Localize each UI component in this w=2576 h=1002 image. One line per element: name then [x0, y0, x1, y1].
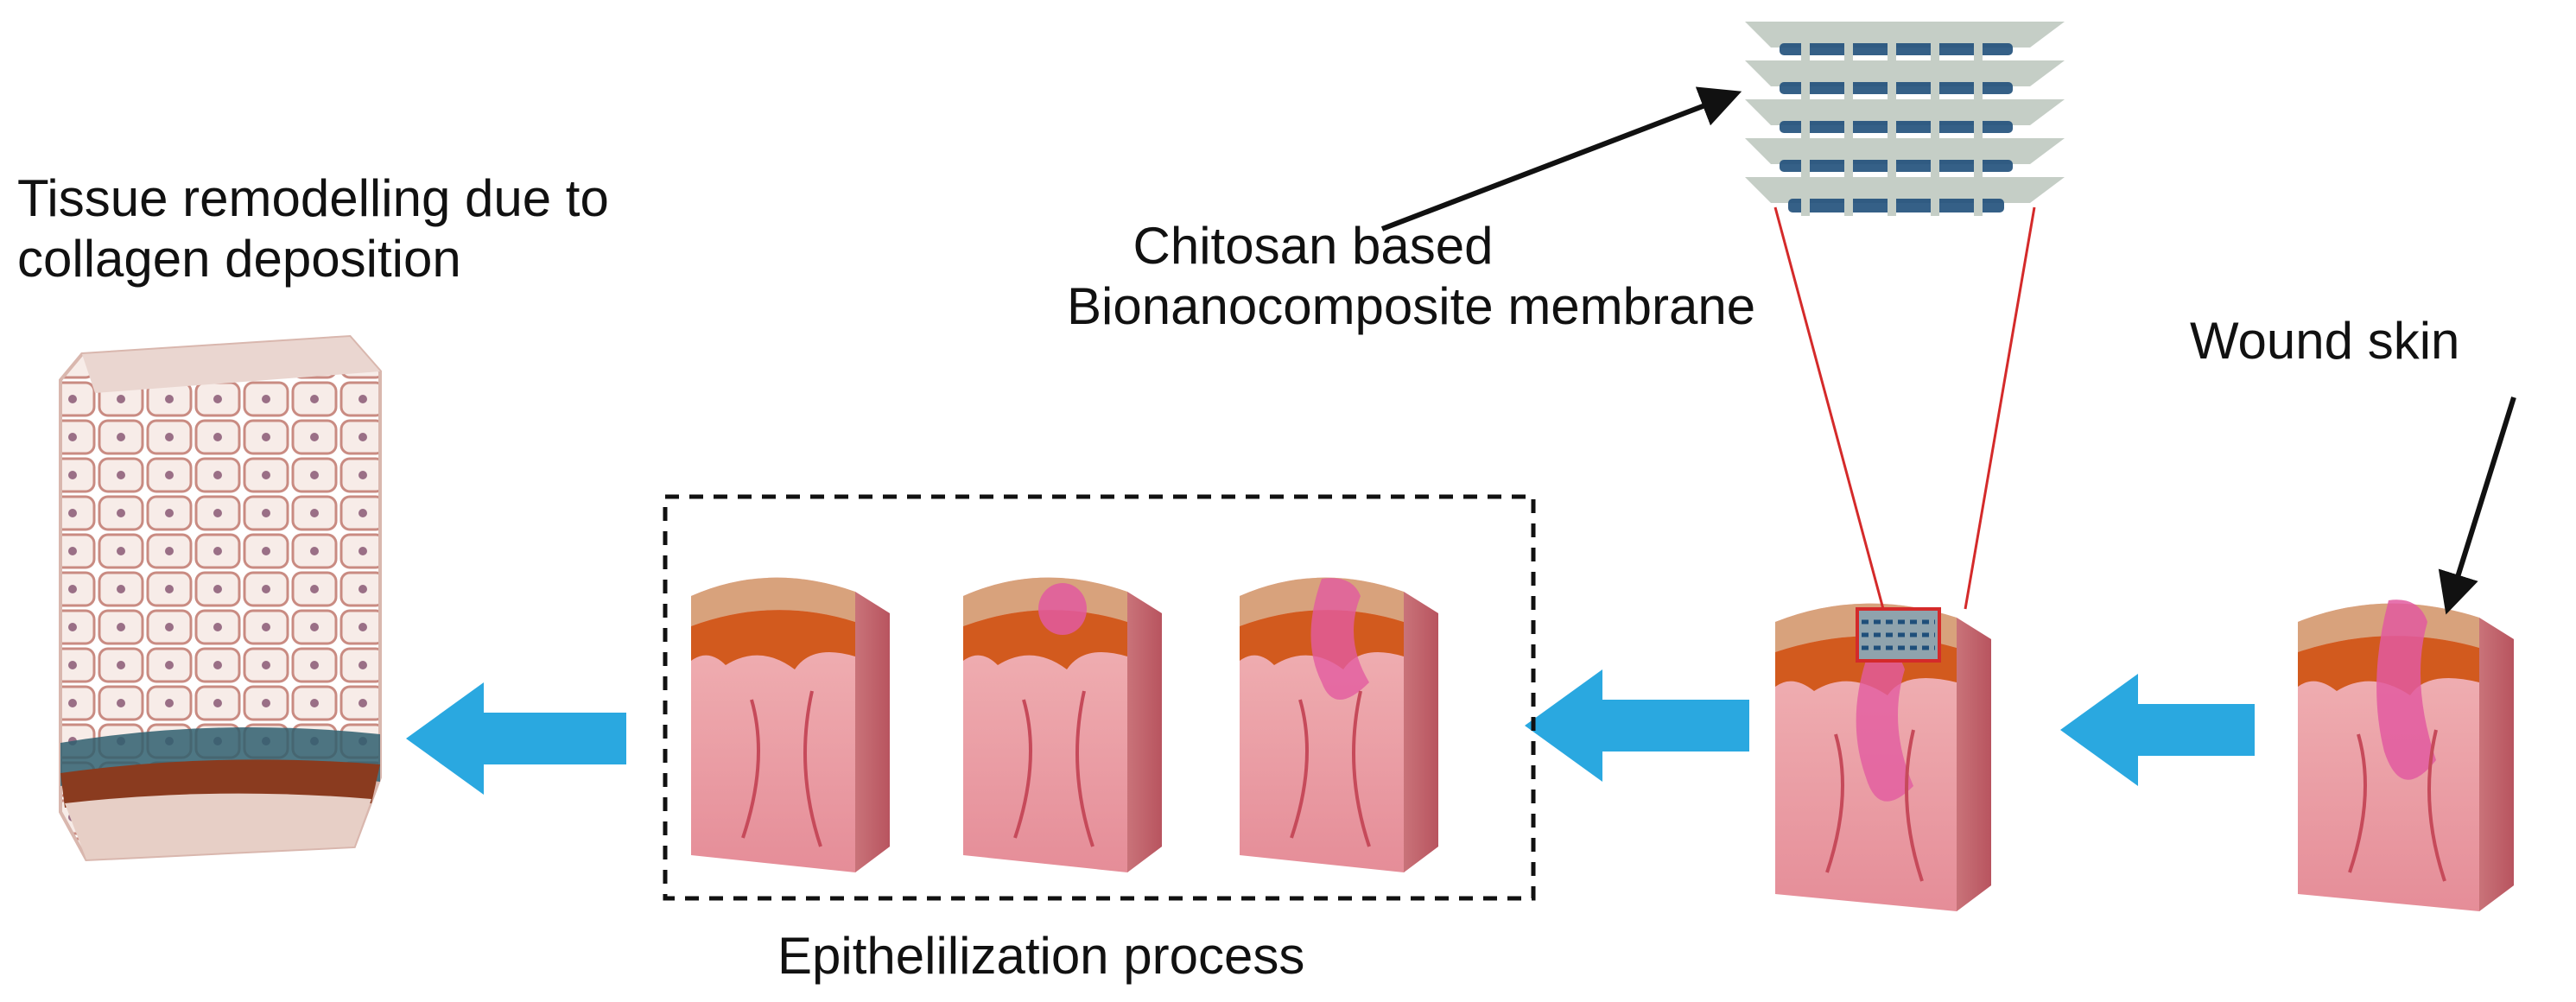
epithelialization-box	[663, 494, 1536, 901]
remodelled-tissue-illustration	[59, 334, 382, 862]
membrane-label-line1: Chitosan based	[1133, 217, 1494, 275]
tissue-remodelling-label-line2: collagen deposition	[17, 230, 461, 288]
wound-skin-block	[2298, 599, 2514, 911]
tissue-remodelling-label-line1: Tissue remodelling due to	[17, 169, 609, 227]
skin-block-with-membrane	[1775, 603, 1991, 911]
wound-skin-label: Wound skin	[2190, 312, 2460, 370]
zoom-line-left	[1773, 206, 1885, 610]
tissue-remodelling-label: Tissue remodelling due to collagen depos…	[17, 168, 609, 289]
flow-arrow-middle	[1525, 669, 1749, 782]
membrane-pointer-arrow	[1380, 86, 1742, 231]
skin-block-stage-1	[691, 577, 890, 872]
membrane-stack-illustration	[1745, 22, 2065, 216]
flow-arrow-left	[406, 682, 626, 795]
flow-arrow-right	[2060, 674, 2255, 786]
skin-block-stage-3	[1240, 577, 1438, 872]
epithelialization-label: Epithelilization process	[777, 927, 1305, 985]
wound-skin-pointer-arrow	[2438, 396, 2516, 615]
zoom-line-right	[1964, 206, 2036, 610]
skin-block-stage-2	[963, 577, 1162, 872]
